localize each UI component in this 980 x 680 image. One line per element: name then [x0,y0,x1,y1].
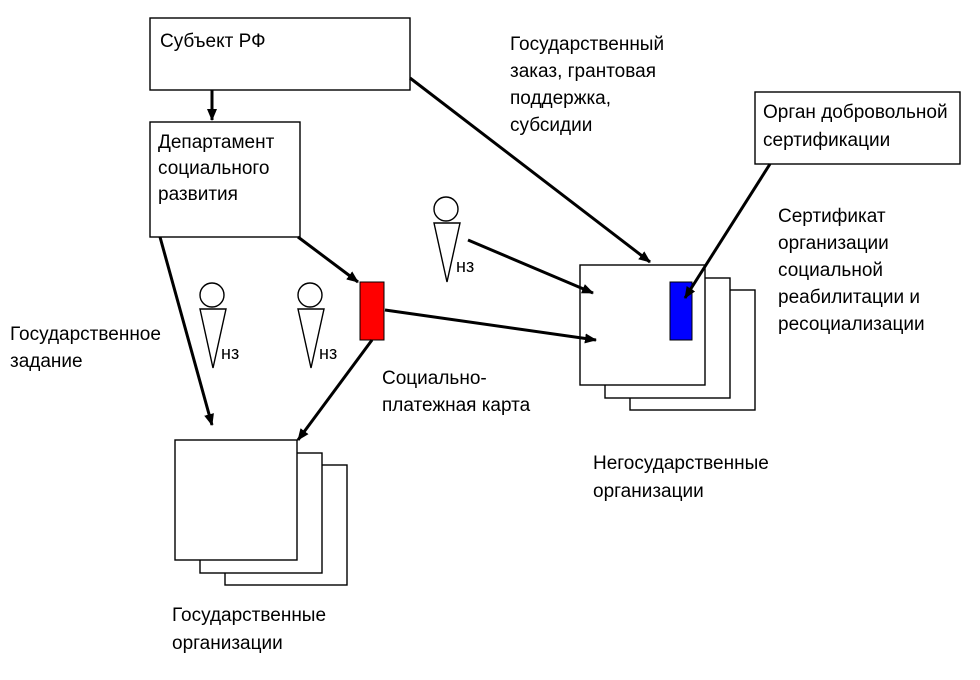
payment-card-icon [359,281,385,341]
person-tag: нз [456,256,474,276]
certification-body-box: Орган добровольной сертификации [754,91,961,165]
department-line-3: развития [158,184,238,205]
svg-text:Социально-: Социально- [382,368,487,389]
svg-text:задание: задание [10,351,83,372]
arrow-department-to-card [297,235,359,284]
arrow-certification-to-mark [683,163,772,299]
svg-text:реабилитации и: реабилитации и [778,287,920,308]
svg-text:социальной: социальной [778,260,883,281]
person-tag: нз [319,343,337,363]
arrow-department-to-state-orgs [158,236,214,426]
svg-text:Государственные: Государственные [172,605,326,626]
certification-body-line-1: Орган добровольной [763,102,948,123]
department-line-1: Департамент [158,132,275,153]
person-tag: нз [221,343,239,363]
person-icon: нз [199,282,239,369]
department-box: Департамент социального развития [149,121,301,238]
state-organizations-stack [174,439,348,586]
person-icon: нз [297,282,337,369]
svg-text:организации: организации [778,233,889,254]
arrow-card-to-nonstate [384,308,597,344]
state-task-label: Государственное задание [10,324,161,372]
certification-body-line-2: сертификации [763,130,890,151]
nonstate-organizations-label: Негосударственные организации [593,453,769,502]
certificate-label: Сертификат организации социальной реабил… [778,206,925,335]
subject-rf-label: Субъект РФ [160,31,266,52]
svg-text:субсидии: субсидии [510,115,592,136]
state-order-label: Государственный заказ, грантовая поддерж… [510,34,664,136]
svg-text:платежная карта: платежная карта [382,395,531,416]
svg-text:Негосударственные: Негосударственные [593,453,769,474]
nonstate-organizations-stack [579,264,756,411]
svg-text:Сертификат: Сертификат [778,206,886,227]
arrow-person-to-nonstate [467,238,594,295]
state-organizations-label: Государственные организации [172,605,326,654]
svg-text:организации: организации [172,633,283,654]
svg-text:организации: организации [593,481,704,502]
svg-text:заказ, грантовая: заказ, грантовая [510,61,656,82]
svg-text:Государственное: Государственное [10,324,161,345]
subject-rf-box: Субъект РФ [149,17,411,91]
arrow-subject-to-nonstate [409,76,651,264]
arrow-card-to-state-orgs [296,339,374,441]
svg-text:ресоциализации: ресоциализации [778,314,925,335]
department-line-2: социального [158,158,269,179]
svg-text:поддержка,: поддержка, [510,88,611,109]
svg-text:Государственный: Государственный [510,34,664,55]
payment-card-label: Социально- платежная карта [382,368,531,416]
person-icon: нз [433,196,474,283]
